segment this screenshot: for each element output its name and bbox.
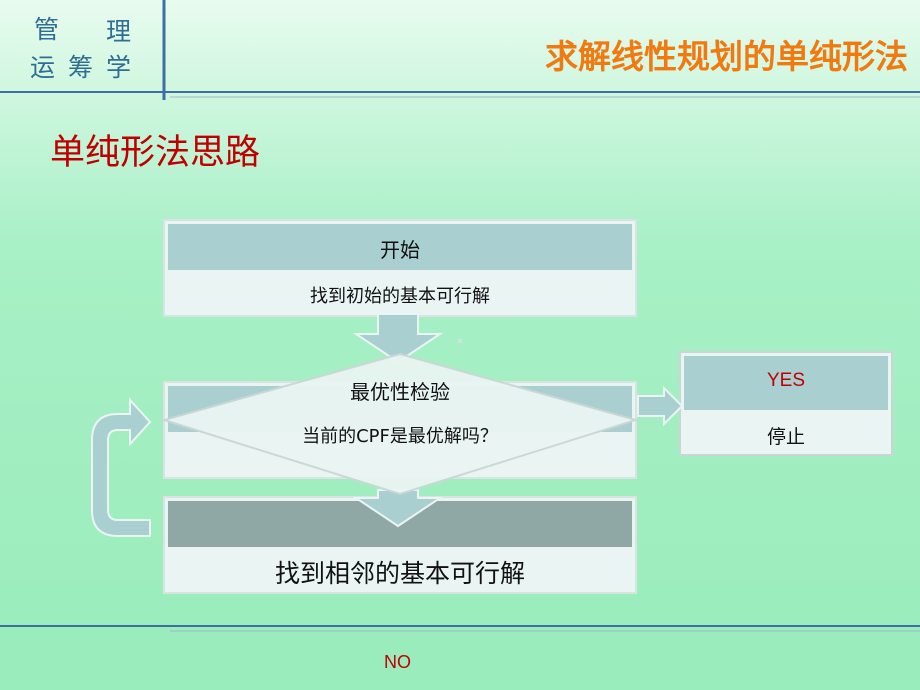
logo-char: 运 — [30, 53, 56, 82]
test-question: 当前的CPF是最优解吗？ — [302, 426, 498, 447]
section-heading: 单纯形法思路 — [50, 133, 261, 173]
page-title: 求解线性规划的单纯形法 — [545, 37, 908, 76]
test-label: 最优性检验 — [350, 380, 450, 404]
logo-char: 学 — [106, 53, 132, 82]
logo-char: 管 — [34, 15, 60, 44]
no-label: NO — [384, 652, 411, 672]
header-rule — [0, 91, 920, 98]
yes-detail: 停止 — [766, 426, 805, 448]
yes-label: YES — [766, 370, 806, 391]
logo-char: 理 — [106, 17, 132, 46]
next-label: 找到相邻的基本可行解 — [274, 559, 525, 588]
start-detail: 找到初始的基本可行解 — [310, 286, 490, 307]
logo-char: 筹 — [68, 53, 94, 82]
start-label: 开始 — [380, 238, 420, 262]
